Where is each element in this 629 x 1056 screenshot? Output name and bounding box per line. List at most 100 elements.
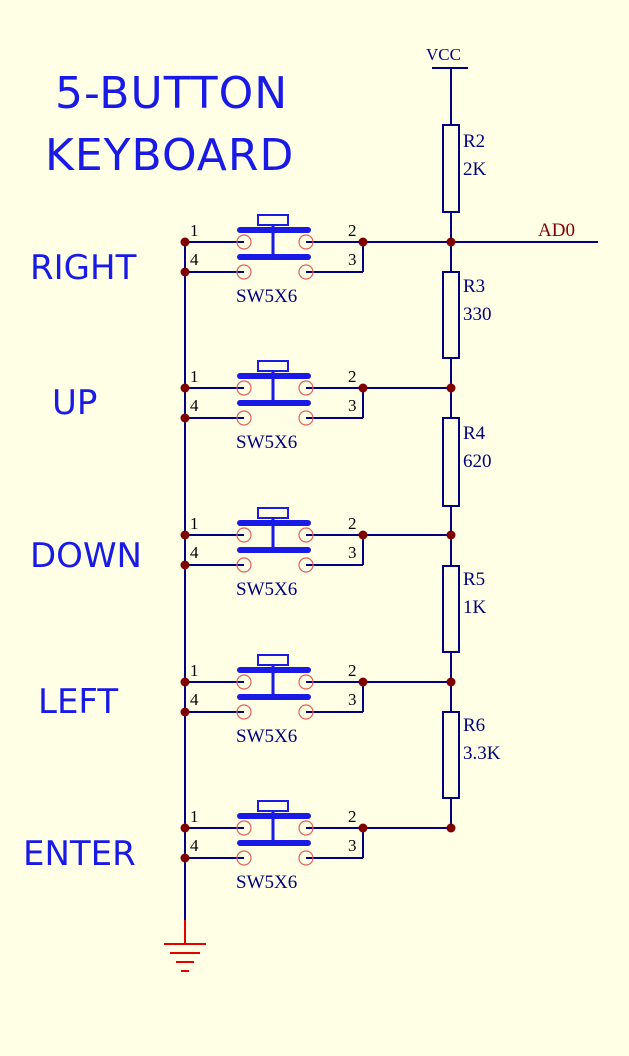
resistor-ref: R4: [463, 423, 486, 444]
pin-number: 1: [190, 367, 199, 386]
junction-dot: [180, 853, 190, 863]
button-label: DOWN: [30, 536, 142, 576]
junction-dot: [180, 267, 190, 277]
pin-number: 1: [190, 221, 199, 240]
button-label: RIGHT: [30, 248, 137, 288]
junction-dot: [446, 677, 456, 687]
resistor-r2: R2 2K: [442, 124, 487, 213]
resistor-ref: R6: [463, 715, 485, 736]
resistor-value: 330: [463, 304, 492, 325]
junction-dot: [446, 823, 456, 833]
switch-part-label: SW5X6: [236, 432, 297, 453]
pin-number: 1: [190, 661, 199, 680]
pin-number: 2: [348, 221, 357, 240]
switch-cap: [257, 507, 289, 519]
junction-dot: [446, 237, 456, 247]
vcc-power-symbol: VCC: [426, 45, 468, 125]
resistor-ref: R3: [463, 276, 485, 297]
ad0-net-label: AD0: [538, 220, 575, 241]
pin-number: 4: [190, 836, 199, 855]
switch-cap: [257, 214, 289, 226]
junction-dot: [358, 383, 368, 393]
junction-dot: [358, 677, 368, 687]
junction-dot: [446, 530, 456, 540]
pin-circle: [236, 820, 252, 836]
resistor-value: 2K: [463, 159, 487, 180]
resistor-value: 3.3K: [463, 743, 501, 764]
junction-dot: [180, 823, 190, 833]
junction-dot: [358, 237, 368, 247]
pin-circle: [236, 234, 252, 250]
pin-circle: [298, 704, 314, 720]
pin-number: 3: [348, 836, 357, 855]
switch-part-label: SW5X6: [236, 579, 297, 600]
pin-circle: [236, 674, 252, 690]
pin-circle: [236, 380, 252, 396]
switch-cap: [257, 800, 289, 812]
pin-circle: [236, 557, 252, 573]
resistor-r5: R5 1K: [442, 565, 487, 653]
pin-number: 4: [190, 543, 199, 562]
vcc-label: VCC: [426, 45, 461, 64]
pin-number: 2: [348, 367, 357, 386]
pin-number: 4: [190, 396, 199, 415]
ground-symbol: [164, 920, 206, 972]
switch-cap: [257, 654, 289, 666]
button-label: ENTER: [23, 834, 136, 874]
junction-dot: [446, 383, 456, 393]
pin-circle: [298, 234, 314, 250]
pin-circle: [298, 410, 314, 426]
pin-number: 3: [348, 543, 357, 562]
pin-number: 3: [348, 690, 357, 709]
pin-circle: [298, 674, 314, 690]
switch-part-label: SW5X6: [236, 726, 297, 747]
pin-circle: [298, 264, 314, 280]
pin-number: 4: [190, 690, 199, 709]
resistor-ref: R5: [463, 569, 485, 590]
pin-circle: [236, 410, 252, 426]
ad0-net: AD0: [451, 220, 598, 243]
pin-circle: [236, 850, 252, 866]
pin-circle: [236, 704, 252, 720]
switch-part-label: SW5X6: [236, 872, 297, 893]
pin-number: 2: [348, 514, 357, 533]
title-line-2: KEYBOARD: [45, 130, 294, 181]
pin-circle: [298, 850, 314, 866]
junction-dot: [180, 530, 190, 540]
pin-number: 1: [190, 807, 199, 826]
resistor-value: 1K: [463, 597, 487, 618]
resistor-value: 620: [463, 451, 492, 472]
junction-dot: [358, 823, 368, 833]
pin-number: 2: [348, 807, 357, 826]
pin-circle: [298, 557, 314, 573]
resistor-ref: R2: [463, 131, 485, 152]
pin-number: 4: [190, 250, 199, 269]
resistor-r4: R4 620: [442, 417, 492, 507]
junction-dot: [180, 413, 190, 423]
resistor-r3: R3 330: [442, 271, 492, 359]
pin-circle: [236, 527, 252, 543]
button-label: UP: [52, 383, 97, 423]
pin-circle: [298, 527, 314, 543]
junction-dot: [358, 530, 368, 540]
junction-dot: [180, 707, 190, 717]
pin-circle: [298, 820, 314, 836]
switch-part-label: SW5X6: [236, 286, 297, 307]
pin-circle: [236, 264, 252, 280]
junction-dot: [180, 677, 190, 687]
pin-number: 2: [348, 661, 357, 680]
junction-dot: [180, 560, 190, 570]
button-label: LEFT: [38, 682, 118, 722]
junction-dot: [180, 237, 190, 247]
pin-number: 3: [348, 250, 357, 269]
switch-cap: [257, 360, 289, 372]
pin-circle: [298, 380, 314, 396]
title-line-1: 5-BUTTON: [55, 68, 288, 119]
